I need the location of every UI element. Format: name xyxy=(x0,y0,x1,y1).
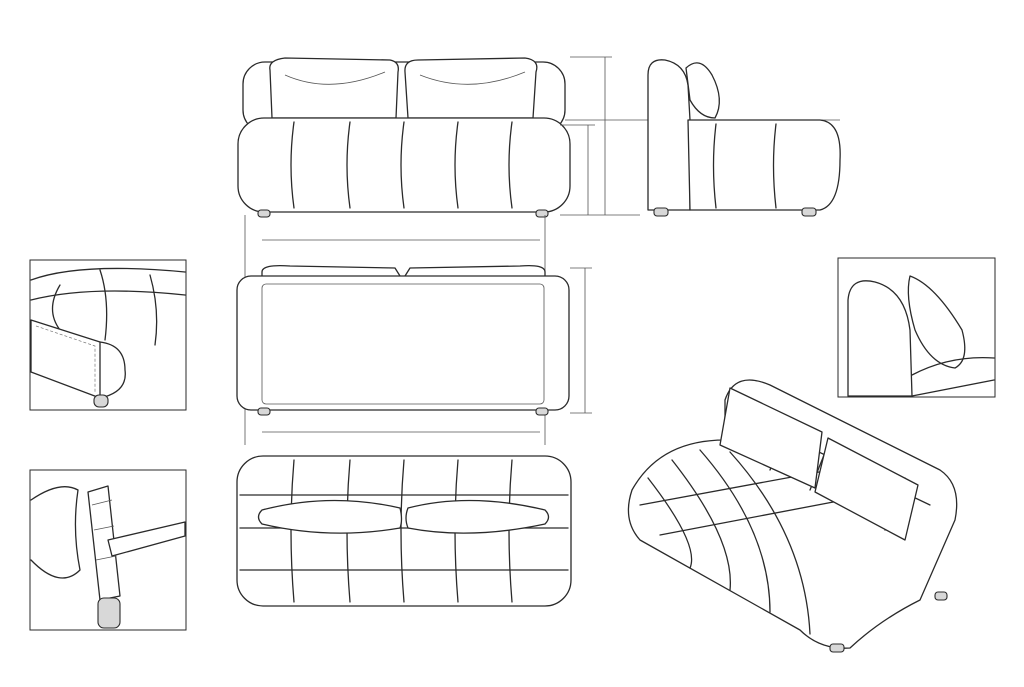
detail-pillow-armrest xyxy=(837,257,996,398)
detail-cushion-seam xyxy=(29,259,187,411)
front-view xyxy=(237,57,571,218)
top-view xyxy=(236,455,572,607)
back-view xyxy=(236,264,570,416)
side-view xyxy=(647,59,841,217)
detail-wood-frame xyxy=(29,469,187,631)
isometric-view xyxy=(627,379,958,653)
